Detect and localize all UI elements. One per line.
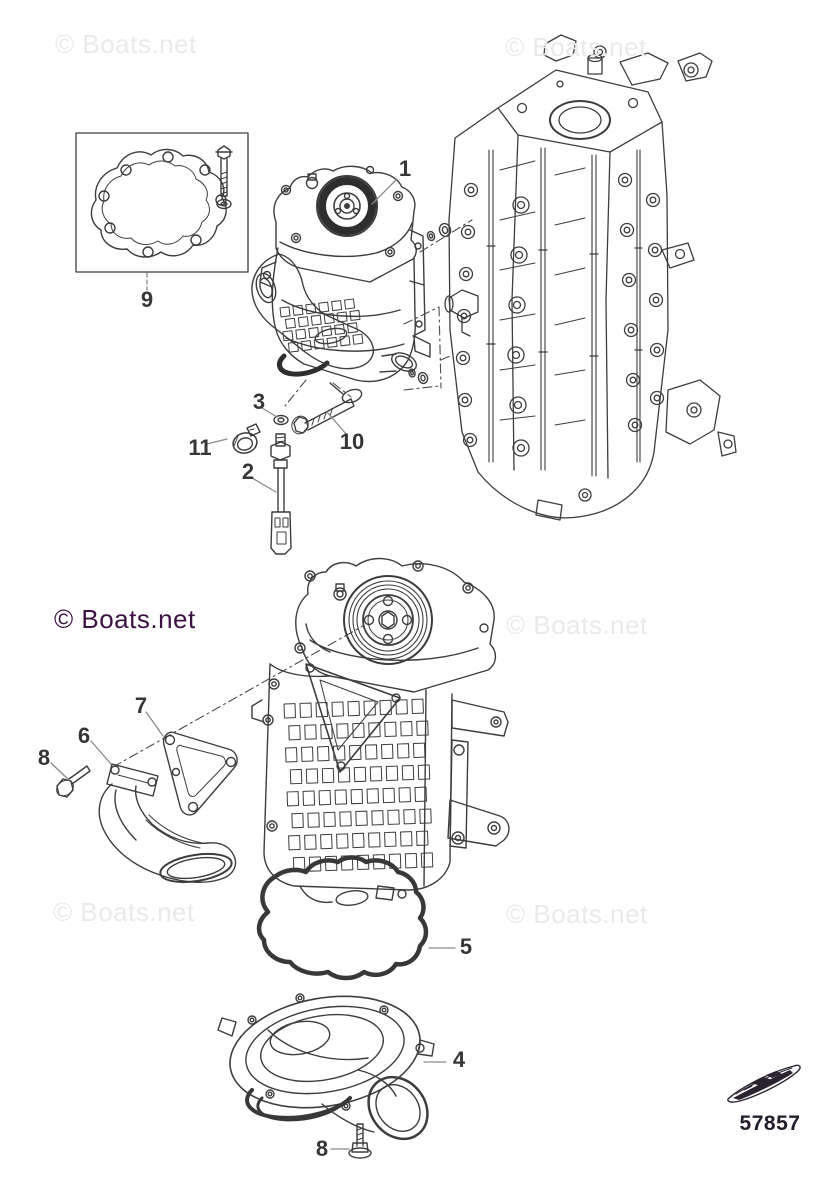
callout-1: 1 xyxy=(398,156,412,181)
outlet-pipe xyxy=(321,1069,429,1141)
callout-9: 9 xyxy=(140,287,154,312)
sensor-part-2 xyxy=(270,433,292,555)
watermark: © Boats.net xyxy=(53,897,195,927)
watermark: © Boats.net xyxy=(54,604,196,634)
engine-block xyxy=(444,34,737,521)
supercharger-assembly-bottom xyxy=(251,557,510,906)
assembly-lines xyxy=(112,219,473,768)
o-rings xyxy=(408,222,452,385)
gasket-part-5 xyxy=(256,855,429,981)
part-9-gasket-kit xyxy=(75,132,249,273)
gasket-part-7 xyxy=(162,731,238,816)
callout-8: 8 xyxy=(315,1136,329,1161)
bolt-part-8-left xyxy=(56,765,91,798)
callout-5: 5 xyxy=(459,934,473,959)
pulley-top xyxy=(316,175,378,237)
bolt-part-8-bottom xyxy=(348,1123,372,1159)
clamp-part-11 xyxy=(232,423,261,454)
watermark: © Boats.net xyxy=(506,610,648,640)
watermark: © Boats.net xyxy=(55,29,197,59)
callout-3: 3 xyxy=(252,389,266,414)
mount-brace xyxy=(305,663,401,773)
gasket-outline xyxy=(90,148,227,258)
callout-10: 10 xyxy=(339,429,365,454)
bolt-in-kit xyxy=(215,145,233,197)
callout-6: 6 xyxy=(77,723,91,748)
callout-8: 8 xyxy=(37,745,51,770)
watermark: © Boats.net xyxy=(505,32,647,62)
pulley-bottom xyxy=(343,575,433,665)
right-bracket xyxy=(447,699,510,849)
adapter-housing-part-4 xyxy=(217,993,435,1141)
washer-in-kit xyxy=(216,198,232,210)
callout-4: 4 xyxy=(452,1047,466,1072)
water-fitting xyxy=(448,289,479,319)
callout-2: 2 xyxy=(241,459,255,484)
supercharger-assembly-top xyxy=(251,165,431,404)
callout-7: 7 xyxy=(134,693,148,718)
washer-part-3 xyxy=(273,414,289,426)
leader-lines xyxy=(50,178,456,1150)
bolt-part-10 xyxy=(291,398,355,435)
speedboat-logo xyxy=(727,1064,801,1103)
diagram-number: 57857 xyxy=(739,1112,801,1135)
watermark: © Boats.net xyxy=(506,899,648,929)
callout-11: 11 xyxy=(188,435,212,460)
elbow-duct-part-6 xyxy=(98,763,237,884)
